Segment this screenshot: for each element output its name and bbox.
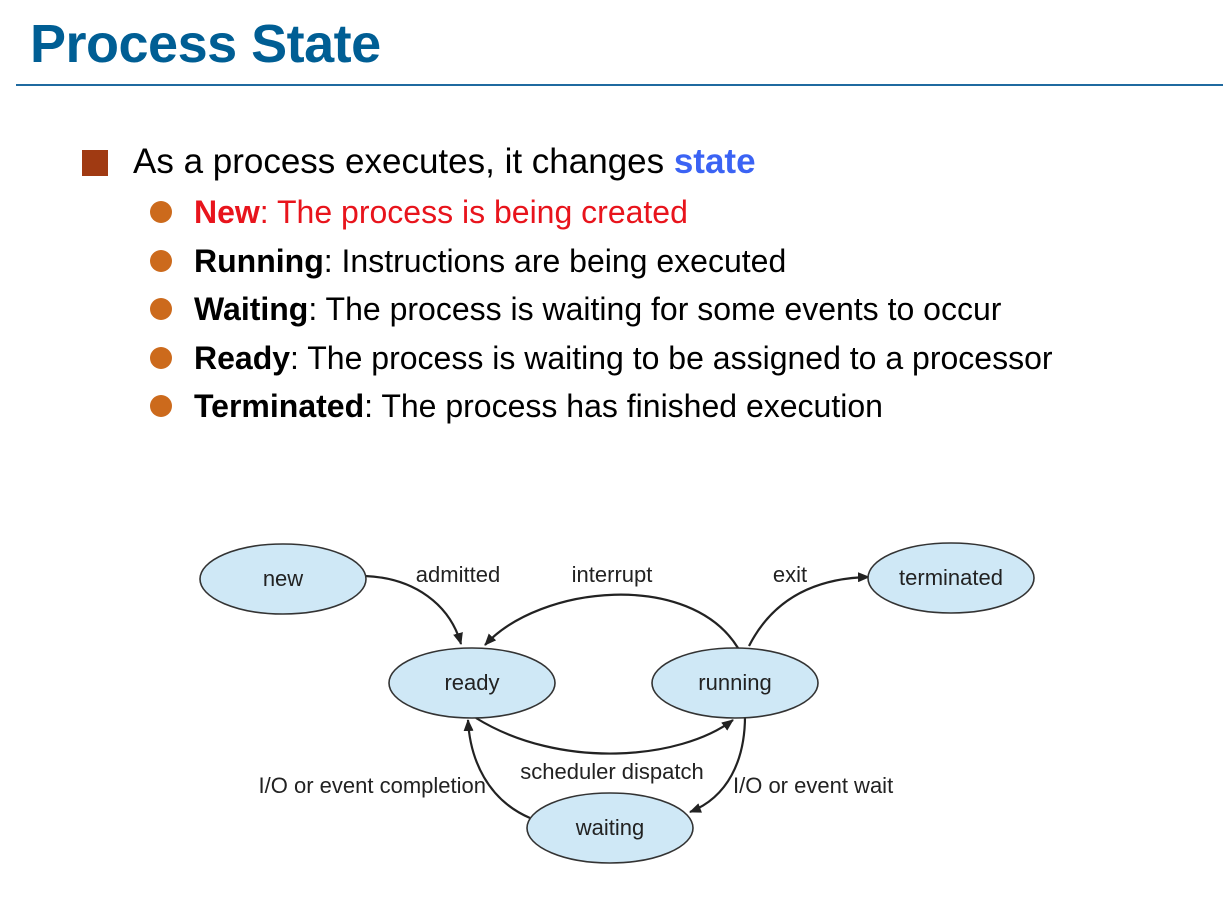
state-term: New (194, 194, 260, 230)
circle-bullet-icon (150, 249, 172, 272)
state-node-terminated: terminated (867, 542, 1035, 614)
state-term: Running (194, 242, 324, 279)
scheduler-dispatch-arrow (475, 717, 734, 755)
state-description: : The process is waiting for some events… (308, 291, 1002, 327)
state-description: : The process is waiting to be assigned … (290, 339, 1053, 376)
circle-bullet-icon (150, 395, 172, 417)
node-label-new: new (263, 566, 303, 591)
edge-label-io-event-completion: I/O or event completion (259, 773, 486, 798)
node-label-ready: ready (444, 670, 499, 695)
state-node-waiting: waiting (526, 792, 694, 864)
state-term: Terminated (194, 388, 365, 424)
node-label-terminated: terminated (899, 565, 1003, 590)
exit-arrow (748, 572, 870, 647)
list-item-text: New: The process is being created (194, 190, 688, 234)
edge-label-scheduler-dispatch: scheduler dispatch (520, 759, 703, 784)
list-item-text: Waiting: The process is waiting for some… (194, 287, 1001, 331)
main-bullet-text: As a process executes, it changes state (133, 140, 756, 184)
state-description: : Instructions are being executed (323, 242, 787, 279)
edge-label-io-event-wait: I/O or event wait (733, 773, 893, 798)
state-node-ready: ready (388, 647, 556, 719)
circle-bullet-icon (150, 298, 172, 320)
list-item-text: Terminated: The process has finished exe… (194, 384, 883, 428)
state-description: : The process has finished execution (364, 388, 883, 424)
node-label-running: running (698, 670, 771, 695)
circle-bullet-icon (150, 201, 172, 223)
state-term: Ready (194, 339, 291, 376)
state-keyword: state (673, 142, 756, 181)
io-event-wait-arrow (689, 715, 747, 814)
state-term: Waiting (194, 291, 309, 327)
node-label-waiting: waiting (575, 815, 644, 840)
edge-label-exit: exit (773, 562, 807, 587)
intro-text: As a process executes, it changes (133, 142, 674, 181)
state-node-running: running (651, 647, 819, 719)
state-description: : The process is being created (259, 194, 688, 230)
square-bullet-icon (82, 150, 108, 176)
edge-label-interrupt: interrupt (572, 562, 653, 587)
admitted-arrow (364, 574, 463, 645)
io-event-completion-arrow (463, 719, 531, 820)
list-item-text: Ready: The process is waiting to be assi… (194, 336, 1053, 380)
page-title: Process State (30, 14, 381, 74)
interrupt-arrow (484, 593, 739, 649)
circle-bullet-icon (150, 346, 172, 369)
state-node-new: new (199, 543, 367, 615)
title-divider (16, 84, 1223, 86)
list-item-text: Running: Instructions are being executed (194, 239, 786, 283)
edge-label-admitted: admitted (416, 562, 500, 587)
